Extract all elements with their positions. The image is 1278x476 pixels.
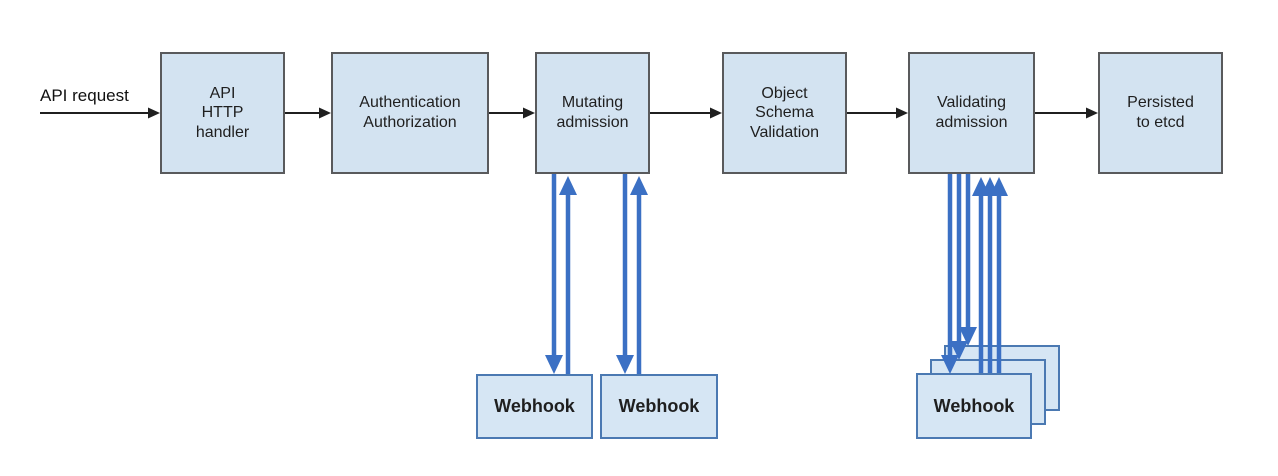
webhook-arrow-validating-up-2	[981, 177, 999, 373]
flow-arrow-schema-to-validating	[847, 107, 908, 119]
node-validating-admission: Validating admission	[908, 52, 1035, 174]
node-label: Object Schema Validation	[749, 84, 820, 141]
webhook-box-mutating-2: Webhook	[600, 374, 718, 439]
node-label: API HTTP handler	[195, 84, 250, 141]
node-authentication-authorization: Authentication Authorization	[331, 52, 489, 174]
node-object-schema-validation: Object Schema Validation	[722, 52, 847, 174]
webhook-arrow-validating-up-3	[990, 177, 1008, 373]
webhook-box-mutating-1: Webhook	[476, 374, 593, 439]
webhook-label: Webhook	[494, 396, 575, 416]
flow-arrow-handler-to-auth	[285, 107, 331, 119]
node-persisted-to-etcd: Persisted to etcd	[1098, 52, 1223, 174]
webhook-box-validating-front: Webhook	[916, 373, 1032, 439]
api-request-label: API request	[40, 86, 129, 105]
webhook-arrow-mutating1-down	[545, 174, 563, 374]
flow-arrow-auth-to-mutating	[489, 107, 535, 119]
node-label: Authentication Authorization	[359, 94, 461, 131]
webhook-arrow-validating-down-2	[950, 174, 968, 360]
node-mutating-admission: Mutating admission	[535, 52, 650, 174]
webhook-arrow-validating-up-1	[972, 177, 990, 373]
webhook-arrow-validating-down-1	[941, 174, 959, 374]
node-label: Persisted to etcd	[1127, 94, 1194, 131]
node-label: Validating admission	[935, 94, 1008, 131]
flow-arrow-validating-to-etcd	[1035, 107, 1098, 119]
webhook-label: Webhook	[618, 396, 700, 416]
webhook-arrow-mutating2-down	[616, 174, 634, 374]
node-label: Mutating admission	[556, 94, 629, 131]
webhook-arrow-validating-down-3	[959, 174, 977, 346]
webhook-arrow-mutating2-up	[630, 176, 648, 374]
webhook-label: Webhook	[933, 395, 1015, 416]
flow-arrow-mutating-to-schema	[650, 107, 722, 119]
flow-arrow-request-in	[40, 107, 160, 119]
webhook-arrow-mutating1-up	[559, 176, 577, 374]
node-api-http-handler: API HTTP handler	[160, 52, 285, 174]
